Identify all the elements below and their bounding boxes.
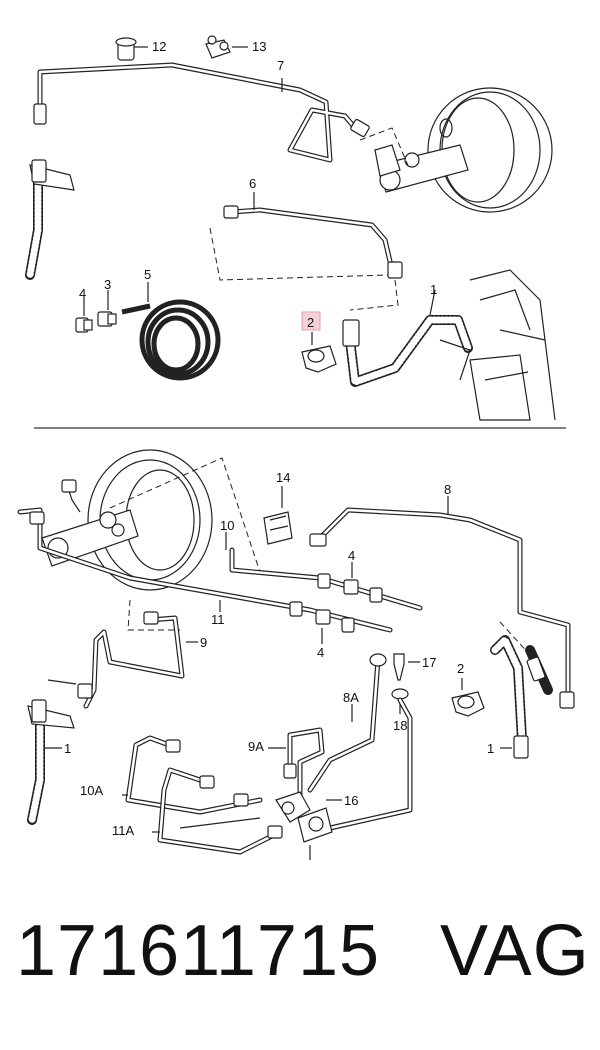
top-diagram xyxy=(25,35,556,421)
callout-6: 6 xyxy=(249,176,256,191)
callout-2-highlighted: 2 xyxy=(307,315,314,330)
callout-8A: 8A xyxy=(343,690,359,705)
callout-5: 5 xyxy=(144,267,151,282)
part-number: 171611715 xyxy=(16,911,381,991)
callout-18: 18 xyxy=(393,718,407,733)
callout-8: 8 xyxy=(444,482,451,497)
strut-sketch xyxy=(439,269,556,421)
callout-1: 1 xyxy=(430,282,437,297)
left-brake-hose-top xyxy=(25,159,75,280)
callout-11: 11 xyxy=(211,612,225,627)
callout-1-left: 1 xyxy=(64,741,71,756)
callout-4: 4 xyxy=(79,286,86,301)
callout-4-upper: 4 xyxy=(348,548,355,563)
callout-13: 13 xyxy=(252,39,266,54)
brand-label: VAG xyxy=(440,911,590,991)
part-13-clip xyxy=(205,35,248,59)
brake-hose-1-top xyxy=(342,289,473,387)
brake-booster-top xyxy=(374,87,553,213)
part-16-regulator xyxy=(275,791,342,860)
bottom-diagram xyxy=(17,449,575,860)
callout-1-right: 1 xyxy=(487,741,494,756)
callout-16: 16 xyxy=(344,793,358,808)
brake-booster-bottom xyxy=(41,449,213,591)
callout-11A: 11A xyxy=(112,823,134,838)
callout-10: 10 xyxy=(220,518,234,533)
callout-9: 9 xyxy=(200,635,207,650)
callout-2: 2 xyxy=(457,661,464,676)
callout-9A: 9A xyxy=(248,739,264,754)
callout-10A: 10A xyxy=(80,783,103,798)
callout-4-lower: 4 xyxy=(317,645,324,660)
callout-3: 3 xyxy=(104,277,111,292)
callout-7: 7 xyxy=(277,58,284,73)
parts-4-3-5 xyxy=(75,282,221,381)
part-12-grommet xyxy=(115,37,148,61)
callout-labels: 12 13 7 6 5 4 3 1 2 14 8 10 4 11 4 9 17 … xyxy=(64,39,494,838)
callout-17: 17 xyxy=(422,655,436,670)
leader-lines xyxy=(122,747,286,833)
callout-14: 14 xyxy=(276,470,290,485)
callout-12: 12 xyxy=(152,39,166,54)
part-14-clip xyxy=(263,486,293,545)
